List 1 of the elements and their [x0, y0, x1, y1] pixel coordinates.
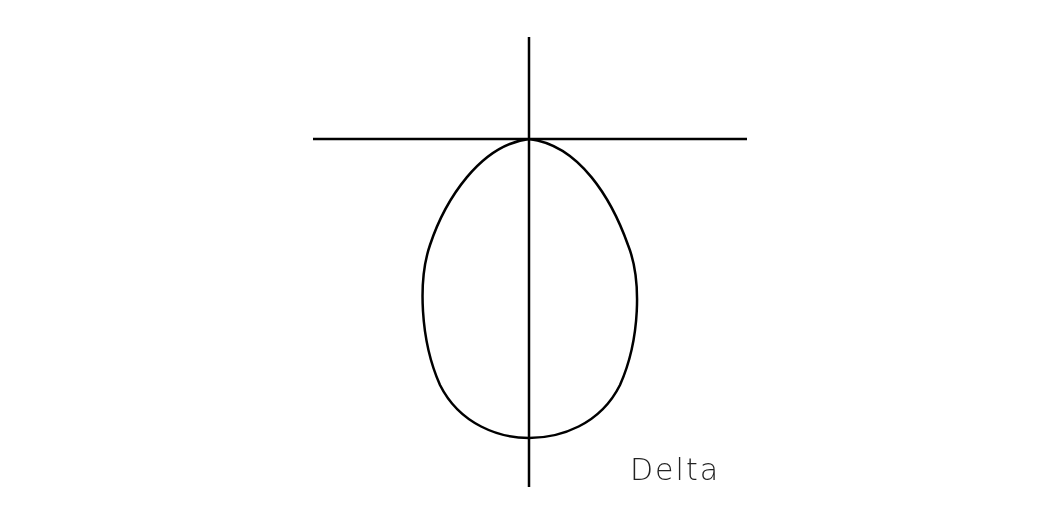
shape-label: Delta	[630, 452, 721, 487]
